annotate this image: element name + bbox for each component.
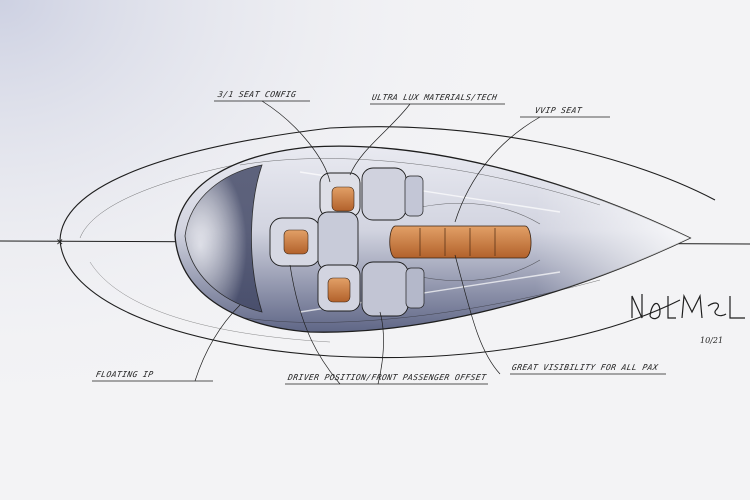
annotation-seat-config: 3/1 seat config — [217, 90, 298, 99]
front-upper-seat — [319, 167, 424, 221]
annotation-materials: Ultra lux materials/tech — [371, 93, 498, 102]
annotation-vip-seat: VVIP seat — [534, 106, 583, 115]
annotation-driver-position: Driver position/front passenger offset — [287, 373, 488, 382]
rear-vip-seats — [389, 202, 541, 282]
designer-signature — [631, 293, 745, 320]
signature-date: 10/21 — [700, 336, 724, 345]
outer-hull — [59, 126, 716, 359]
canopy-body — [174, 145, 692, 333]
front-lower-seat — [317, 261, 425, 317]
annotation-floating-ip: Floating IP — [95, 370, 155, 379]
annotation-visibility: Great visibility for all pax — [511, 363, 659, 372]
centerline-marker: ✕ — [56, 238, 64, 248]
driver-seat — [269, 211, 359, 271]
leader-lines — [92, 100, 666, 385]
